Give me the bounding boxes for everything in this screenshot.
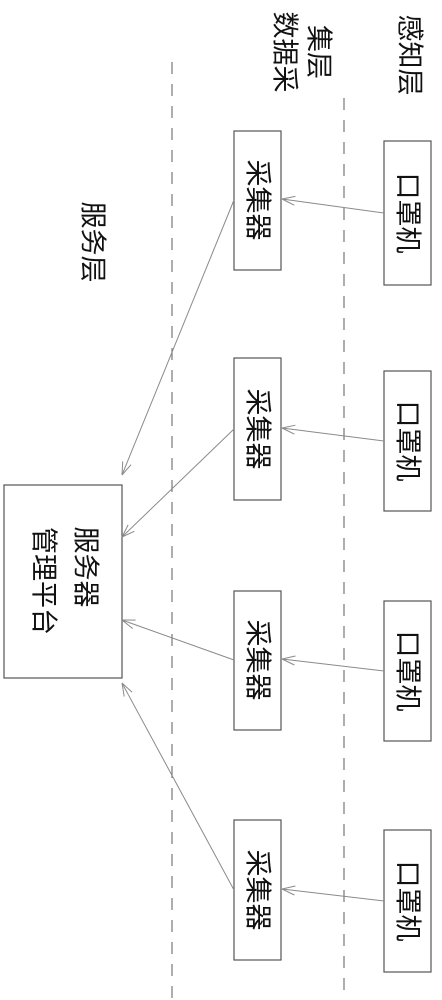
device-3-label: 口罩机 [392,631,423,712]
device-3: 口罩机 [383,600,432,742]
device-1: 口罩机 [383,140,432,286]
collector-2: 采集器 [233,357,282,501]
collector-1-label: 采集器 [242,160,273,241]
collector-4: 采集器 [233,819,282,961]
arrow-collector-3-to-server [122,620,235,661]
collector-3: 采集器 [233,590,282,731]
arrow-device-3-to-collector-3 [282,659,385,672]
server-label-line1: 管理平台 [28,527,59,635]
collector-4-label: 采集器 [242,850,273,931]
arrow-collector-2-to-server [122,428,235,537]
layer-label-collection-line1: 数据采 [269,12,300,93]
layer-label-collection: 数据采 集层 [269,12,334,93]
device-4-label: 口罩机 [392,861,423,942]
arrow-device-1-to-collector-1 [282,199,385,214]
device-2: 口罩机 [383,370,432,512]
arrow-collector-1-to-server [122,199,235,475]
layer-label-perception-text: 感知层 [394,15,425,96]
layer-label-service: 服务层 [77,202,108,283]
collector-1: 采集器 [233,130,282,271]
device-1-label: 口罩机 [392,173,423,254]
server-label-line2: 服务器 [70,527,101,608]
management-server: 管理平台 服务器 [3,484,123,679]
layer-label-service-text: 服务层 [77,202,108,283]
device-4: 口罩机 [383,829,432,973]
collector-3-label: 采集器 [242,620,273,701]
device-2-label: 口罩机 [392,401,423,482]
layer-label-perception: 感知层 [394,15,425,96]
arrow-collector-4-to-server [122,683,235,891]
arrow-device-4-to-collector-4 [282,889,385,902]
collector-2-label: 采集器 [242,389,273,470]
layer-label-collection-line2: 集层 [303,25,334,79]
arrow-device-2-to-collector-2 [282,428,385,442]
